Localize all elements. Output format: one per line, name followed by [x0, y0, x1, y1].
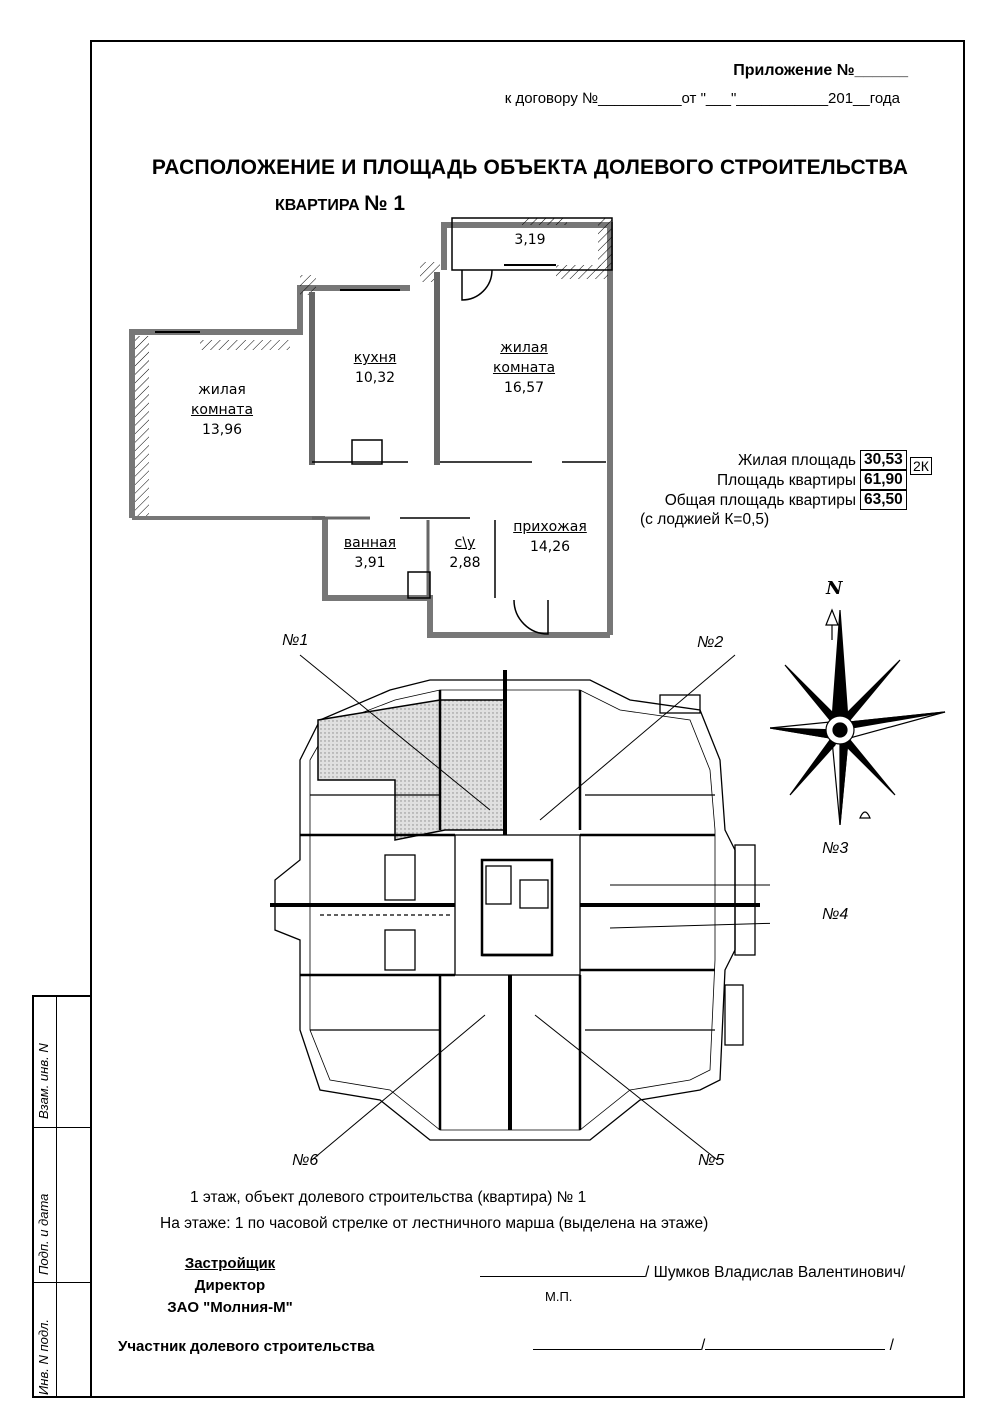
- document-title: РАСПОЛОЖЕНИЕ И ПЛОЩАДЬ ОБЪЕКТА ДОЛЕВОГО …: [151, 156, 909, 179]
- living-area-label: Жилая площадь: [737, 452, 856, 469]
- signature-separator: /: [701, 1337, 706, 1354]
- page-frame: [90, 40, 965, 1398]
- side-stamp-strip: Взам. инв. N Подп. и дата Инв. N подл.: [32, 995, 90, 1398]
- room-area: 13,96: [201, 422, 243, 438]
- side-stamp-row-divider: [34, 1282, 90, 1283]
- area-summary: Жилая площадь Площадь квартиры Общая пло…: [560, 448, 856, 538]
- room-area: 3,91: [354, 555, 386, 571]
- floor-ref-2: №2: [697, 634, 724, 651]
- participant-signature-line: / /: [533, 1335, 894, 1355]
- room-name: жилая: [500, 340, 548, 356]
- developer-label: Застройщик: [184, 1255, 276, 1272]
- side-stamp-orig-inv: Инв. N подл.: [36, 1319, 51, 1395]
- apartment-label: КВАРТИРА: [275, 197, 360, 214]
- room-name: жилая: [198, 382, 246, 398]
- room-name: комната: [190, 402, 254, 418]
- signature-blank: [533, 1335, 701, 1350]
- total-area-value: 63,50: [860, 490, 907, 510]
- room-name: комната: [492, 360, 556, 376]
- contract-reference: к договору №__________от "___"__________…: [504, 90, 900, 107]
- compass-rose-icon: N: [770, 578, 946, 826]
- apartment-floor-plan: [129, 217, 613, 638]
- living-area-value: 30,53: [860, 450, 907, 470]
- developer-position: Директор: [194, 1277, 266, 1294]
- floor-ref-4: №4: [822, 906, 849, 923]
- room-area: 16,57: [503, 380, 545, 396]
- stamp-place: М.П.: [545, 1289, 573, 1304]
- room-area: 3,19: [514, 232, 546, 248]
- apartment-area-label: Площадь квартиры: [716, 472, 856, 489]
- room-wc: с\у 2,88: [440, 533, 490, 573]
- room-living-2: жилая комната 16,57: [484, 338, 564, 398]
- building-floor-plan: [270, 654, 770, 1160]
- room-loggia: 3,19: [500, 230, 560, 250]
- apartment-type-badge: 2К: [910, 457, 932, 475]
- room-name: прихожая: [513, 519, 587, 535]
- floor-position-note: На этаже: 1 по часовой стрелке от лестни…: [160, 1215, 709, 1232]
- floor-ref-1: №1: [282, 632, 309, 649]
- compass-north-label: N: [825, 578, 844, 599]
- room-area: 10,32: [354, 370, 396, 386]
- room-bathroom: ванная 3,91: [335, 533, 405, 573]
- apartment-area-value: 61,90: [860, 470, 907, 490]
- room-name: ванная: [343, 535, 397, 551]
- side-stamp-sign-date: Подп. и дата: [36, 1193, 51, 1275]
- apartment-heading: КВАРТИРА № 1: [275, 192, 405, 216]
- developer-signatory: / Шумков Владислав Валентинович/: [645, 1264, 906, 1281]
- room-name: кухня: [353, 350, 397, 366]
- floor-ref-6: №6: [292, 1152, 319, 1169]
- signature-blank: [705, 1335, 886, 1350]
- room-area: 2,88: [449, 555, 481, 571]
- room-hallway: прихожая 14,26: [505, 517, 595, 557]
- developer-block: Застройщик Директор ЗАО "Молния-М": [150, 1253, 310, 1319]
- floor-ref-3: №3: [822, 840, 849, 857]
- side-stamp-row-divider: [34, 1127, 90, 1128]
- developer-signature-line: / Шумков Владислав Валентинович/: [480, 1262, 905, 1282]
- apartment-number: № 1: [364, 192, 406, 215]
- side-stamp-replace-inv: Взам. инв. N: [36, 1043, 51, 1119]
- floor-description: 1 этаж, объект долевого строительства (к…: [190, 1189, 587, 1206]
- signature-blank: [480, 1262, 645, 1277]
- floor-ref-5: №5: [698, 1152, 725, 1169]
- room-name: с\у: [454, 535, 476, 551]
- loggia-coefficient-note: (с лоджией К=0,5): [640, 511, 770, 528]
- appendix-number: Приложение №______: [733, 62, 908, 79]
- room-living-1: жилая комната 13,96: [182, 380, 262, 440]
- developer-company: ЗАО "Молния-М": [167, 1299, 293, 1316]
- side-stamp-divider: [56, 997, 57, 1396]
- participant-label: Участник долевого строительства: [118, 1338, 375, 1355]
- room-kitchen: кухня 10,32: [335, 348, 415, 388]
- signature-separator: /: [889, 1337, 894, 1354]
- total-area-label: Общая площадь квартиры: [664, 492, 856, 509]
- room-area: 14,26: [529, 539, 571, 555]
